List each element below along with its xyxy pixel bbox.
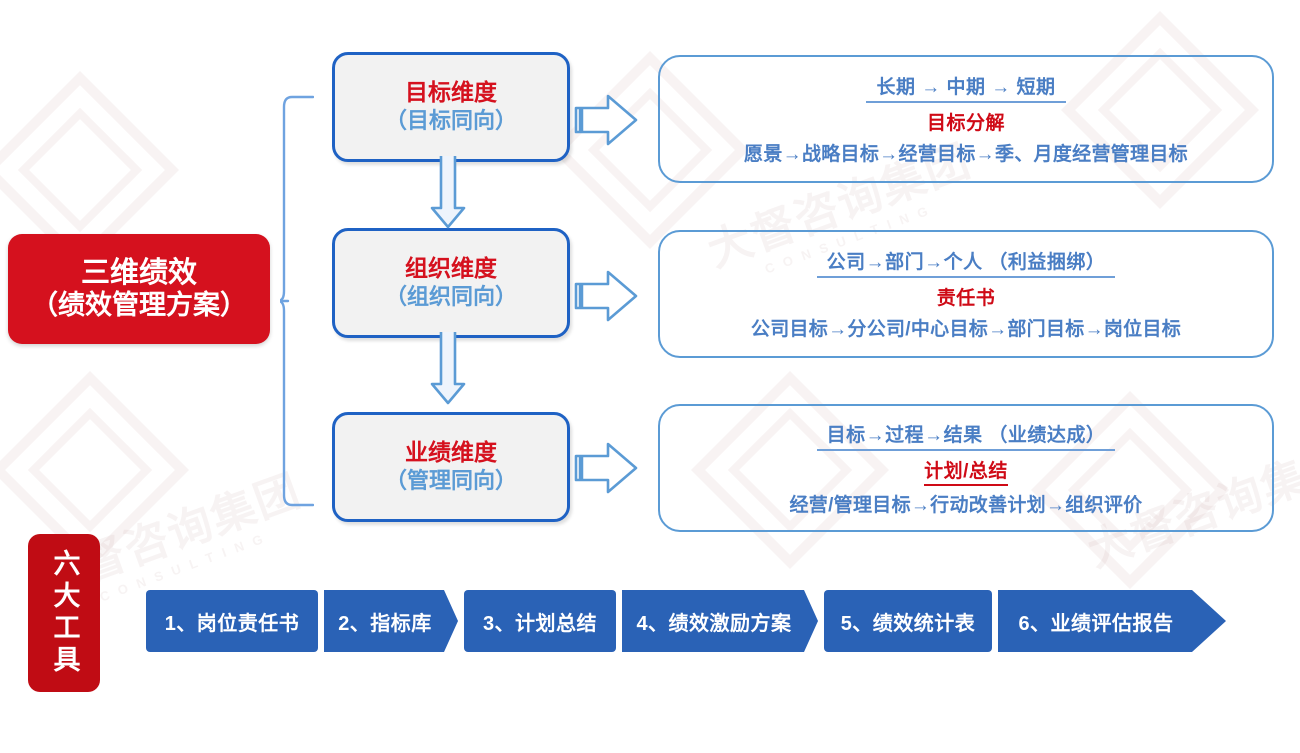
detail-chain: 公司目标→分公司/中心目标→部门目标→岗位目标 [750, 319, 1182, 340]
tool-tab-6[interactable]: 6、业绩评估报告 [998, 590, 1226, 652]
detail-panel-goal[interactable]: 长期 → 中期 → 短期 目标分解 愿景→战略目标→经营目标→季、月度经营管理目… [658, 55, 1274, 183]
master-title: 三维绩效 [80, 256, 197, 289]
tool-tab-label: 6、业绩评估报告 [1018, 612, 1174, 635]
detail-flow: 目标→过程→结果 （业绩达成） [816, 420, 1116, 451]
tools-tab-strip: 1、岗位责任书 2、指标库 3、计划总结 4、绩效激励方案 5、绩效统计表 6、… [146, 590, 1226, 652]
tool-tab-5[interactable]: 5、绩效统计表 [824, 590, 992, 652]
master-card[interactable]: 三维绩效 （绩效管理方案） [8, 234, 270, 344]
tool-tab-2[interactable]: 2、指标库 [324, 590, 458, 652]
dimension-subtitle: （组织同向） [384, 284, 517, 310]
dimension-subtitle: （管理同向） [384, 468, 517, 494]
detail-panel-organization[interactable]: 公司→部门→个人 （利益捆绑） 责任书 公司目标→分公司/中心目标→部门目标→岗… [658, 230, 1274, 358]
tool-tab-label: 1、岗位责任书 [164, 612, 300, 635]
dimension-box-organization[interactable]: 组织维度 （组织同向） [332, 228, 570, 338]
bracket-connector [280, 95, 314, 507]
dimension-box-performance[interactable]: 业绩维度 （管理同向） [332, 412, 570, 522]
detail-panel-performance[interactable]: 目标→过程→结果 （业绩达成） 计划/总结 经营/管理目标→行动改善计划→组织评… [658, 404, 1274, 532]
tool-tab-label: 5、绩效统计表 [840, 612, 976, 635]
master-subtitle: （绩效管理方案） [31, 290, 247, 321]
dimension-title: 组织维度 [405, 255, 497, 282]
tool-tab-label: 2、指标库 [338, 612, 432, 635]
dimension-subtitle: （目标同向） [384, 108, 517, 134]
dimension-title: 目标维度 [405, 79, 497, 106]
detail-keyword: 责任书 [936, 288, 996, 309]
tool-tab-3[interactable]: 3、计划总结 [464, 590, 616, 652]
detail-flow: 公司→部门→个人 （利益捆绑） [816, 247, 1116, 278]
dimension-box-goal[interactable]: 目标维度 （目标同向） [332, 52, 570, 162]
arrow-right-icon-1 [574, 94, 638, 146]
detail-chain: 经营/管理目标→行动改善计划→组织评价 [789, 494, 1143, 516]
arrow-down-icon-1 [430, 156, 466, 229]
dimension-title: 业绩维度 [405, 439, 497, 466]
detail-keyword: 计划/总结 [924, 456, 1008, 486]
arrow-down-icon-2 [430, 332, 466, 405]
tool-tab-1[interactable]: 1、岗位责任书 [146, 590, 318, 652]
tool-tab-label: 4、绩效激励方案 [636, 612, 792, 635]
tool-tab-label: 3、计划总结 [482, 612, 598, 635]
detail-chain: 愿景→战略目标→经营目标→季、月度经营管理目标 [744, 144, 1188, 165]
tools-section-label-text: 六大工具 [49, 549, 80, 677]
detail-keyword: 目标分解 [926, 113, 1005, 134]
tool-tab-4[interactable]: 4、绩效激励方案 [622, 590, 818, 652]
arrow-right-icon-3 [574, 442, 638, 494]
arrow-right-icon-2 [574, 270, 638, 322]
detail-flow: 长期 → 中期 → 短期 [866, 72, 1066, 103]
tools-section-label: 六大工具 [28, 534, 100, 692]
